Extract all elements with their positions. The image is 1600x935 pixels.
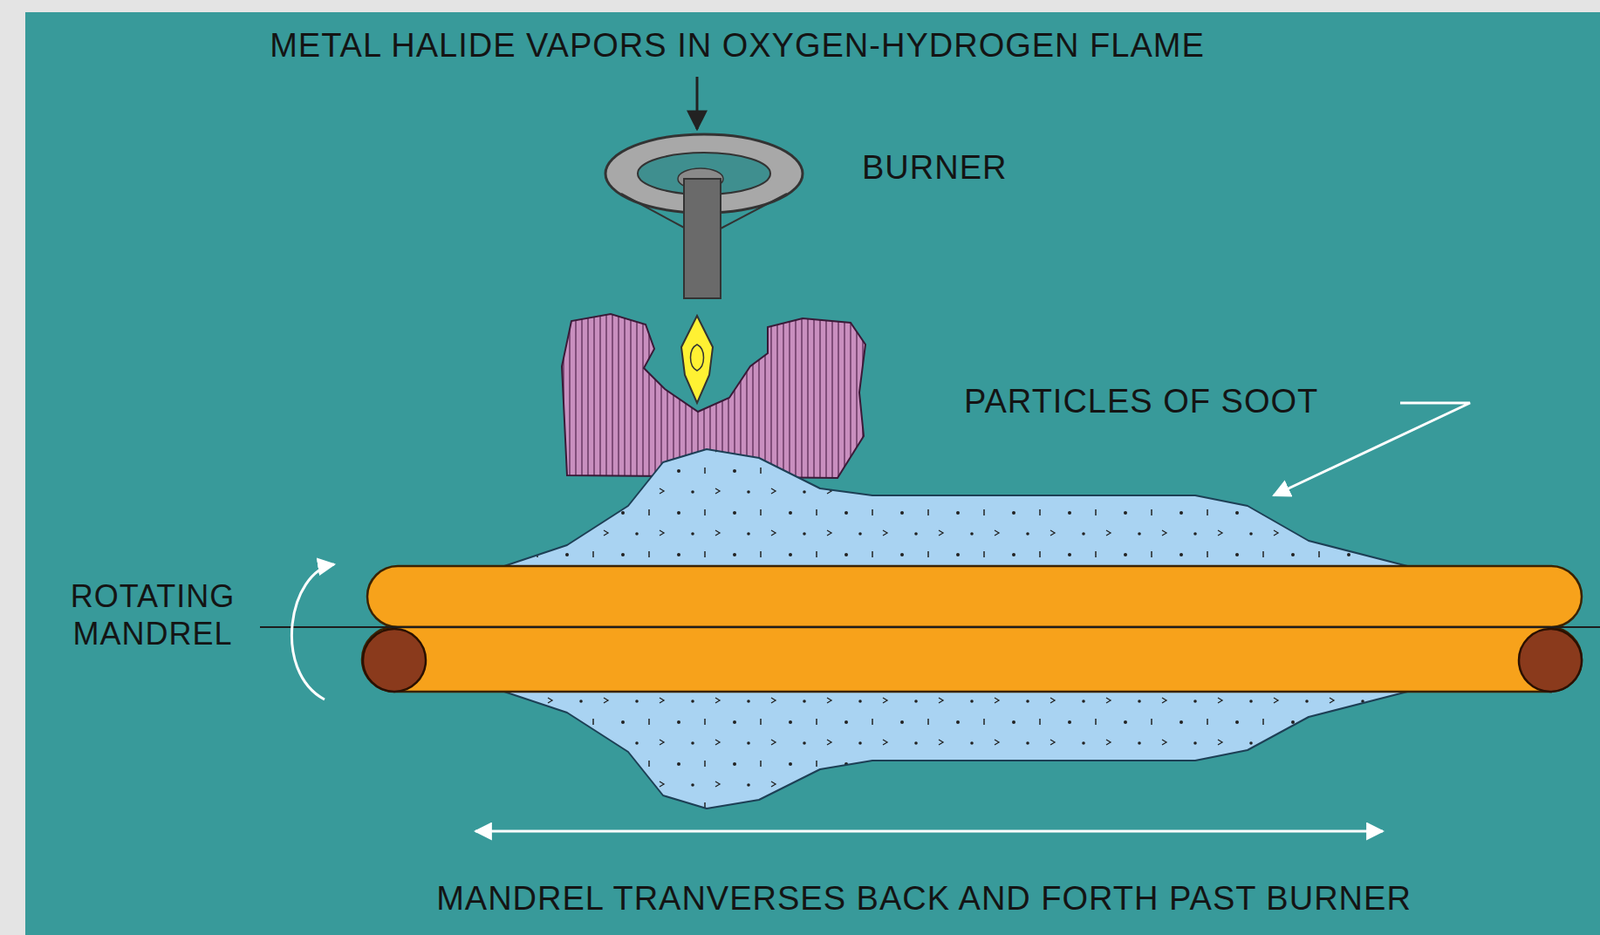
callout-label: METAL HALIDE VAPORS IN OXYGEN-HYDROGEN F…: [269, 26, 1205, 67]
part-label: BURNER: [861, 148, 1007, 189]
rotation-arrow: [291, 564, 335, 700]
flame: [681, 315, 713, 404]
part-label: PARTICLES OF SOOT: [964, 382, 1319, 423]
caption-label: MANDREL TRANVERSES BACK AND FORTH PAST B…: [436, 879, 1412, 920]
part-label: ROTATING MANDREL: [26, 577, 280, 653]
burner: [605, 134, 803, 299]
traverse-arrow: [475, 830, 1383, 834]
mandrel: [259, 566, 1600, 692]
feed-arrow: [696, 76, 699, 130]
